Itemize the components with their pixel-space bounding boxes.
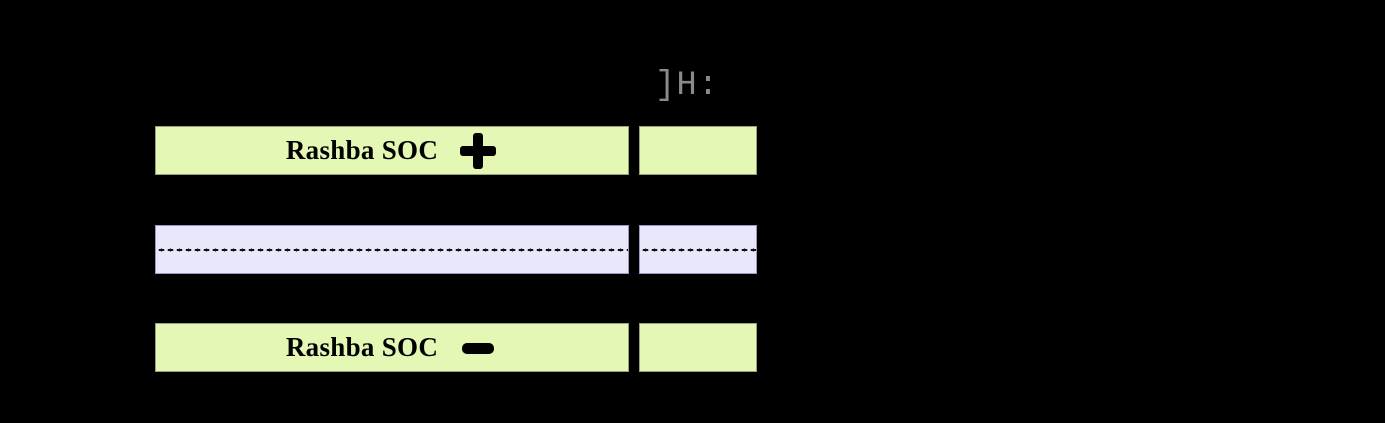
plus-icon (458, 131, 498, 171)
band-label-text: Rashba SOC (285, 135, 439, 165)
dotted-midline (156, 247, 628, 252)
missing-glyph-annotation: ]H: (655, 67, 720, 105)
band-segment-narrow (639, 126, 757, 175)
plus-icon-vertical-bar (473, 132, 484, 169)
band-label-group: Rashba SOC (156, 324, 628, 371)
minus-icon (458, 328, 498, 368)
band-label-group: Rashba SOC (156, 127, 628, 174)
band-segment-wide: Rashba SOC (155, 126, 629, 175)
minus-icon-horizontal-bar (462, 342, 495, 354)
dotted-midline (640, 247, 756, 252)
band-label-text: Rashba SOC (285, 332, 439, 362)
band-segment-narrow (639, 225, 757, 274)
band-segment-wide: Rashba SOC (155, 323, 629, 372)
band-segment-wide (155, 225, 629, 274)
band-segment-narrow (639, 323, 757, 372)
